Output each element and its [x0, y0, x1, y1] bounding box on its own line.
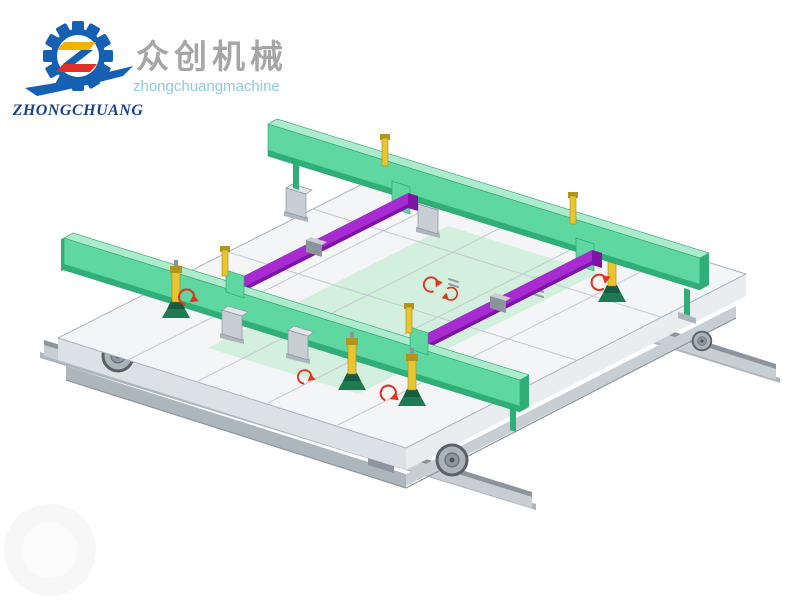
brand-name-cn: 众创机械 [136, 37, 288, 76]
deck-panel-grid [127, 187, 679, 426]
beam-bracket [409, 326, 429, 356]
lifting-beam-left [232, 193, 418, 297]
watermark [4, 504, 96, 596]
beam-clamp [490, 296, 506, 313]
clamp-screw [405, 306, 413, 334]
rail-post [293, 164, 299, 190]
beam-bracket [225, 269, 245, 299]
rail-post [684, 288, 690, 316]
logo-letter-z [56, 42, 97, 72]
clamp-screw [569, 195, 577, 225]
rail-post [510, 408, 516, 432]
wheel [435, 443, 469, 477]
brand-logo: ZHONGCHUANG [12, 8, 144, 120]
wheel [691, 330, 713, 352]
rear-deck-components [283, 164, 627, 303]
beam-clamp [306, 240, 322, 257]
clamp-screw [221, 249, 229, 277]
brand-subtext: zhongchuangmachine [133, 78, 280, 95]
brand-gear-icon [25, 21, 133, 96]
lifting-beam-right [416, 250, 602, 354]
clamp-screw [381, 137, 389, 167]
logo-swoosh [25, 66, 133, 96]
deck-sides [58, 274, 746, 470]
brand-name-en: ZHONGCHUANG [12, 102, 144, 119]
